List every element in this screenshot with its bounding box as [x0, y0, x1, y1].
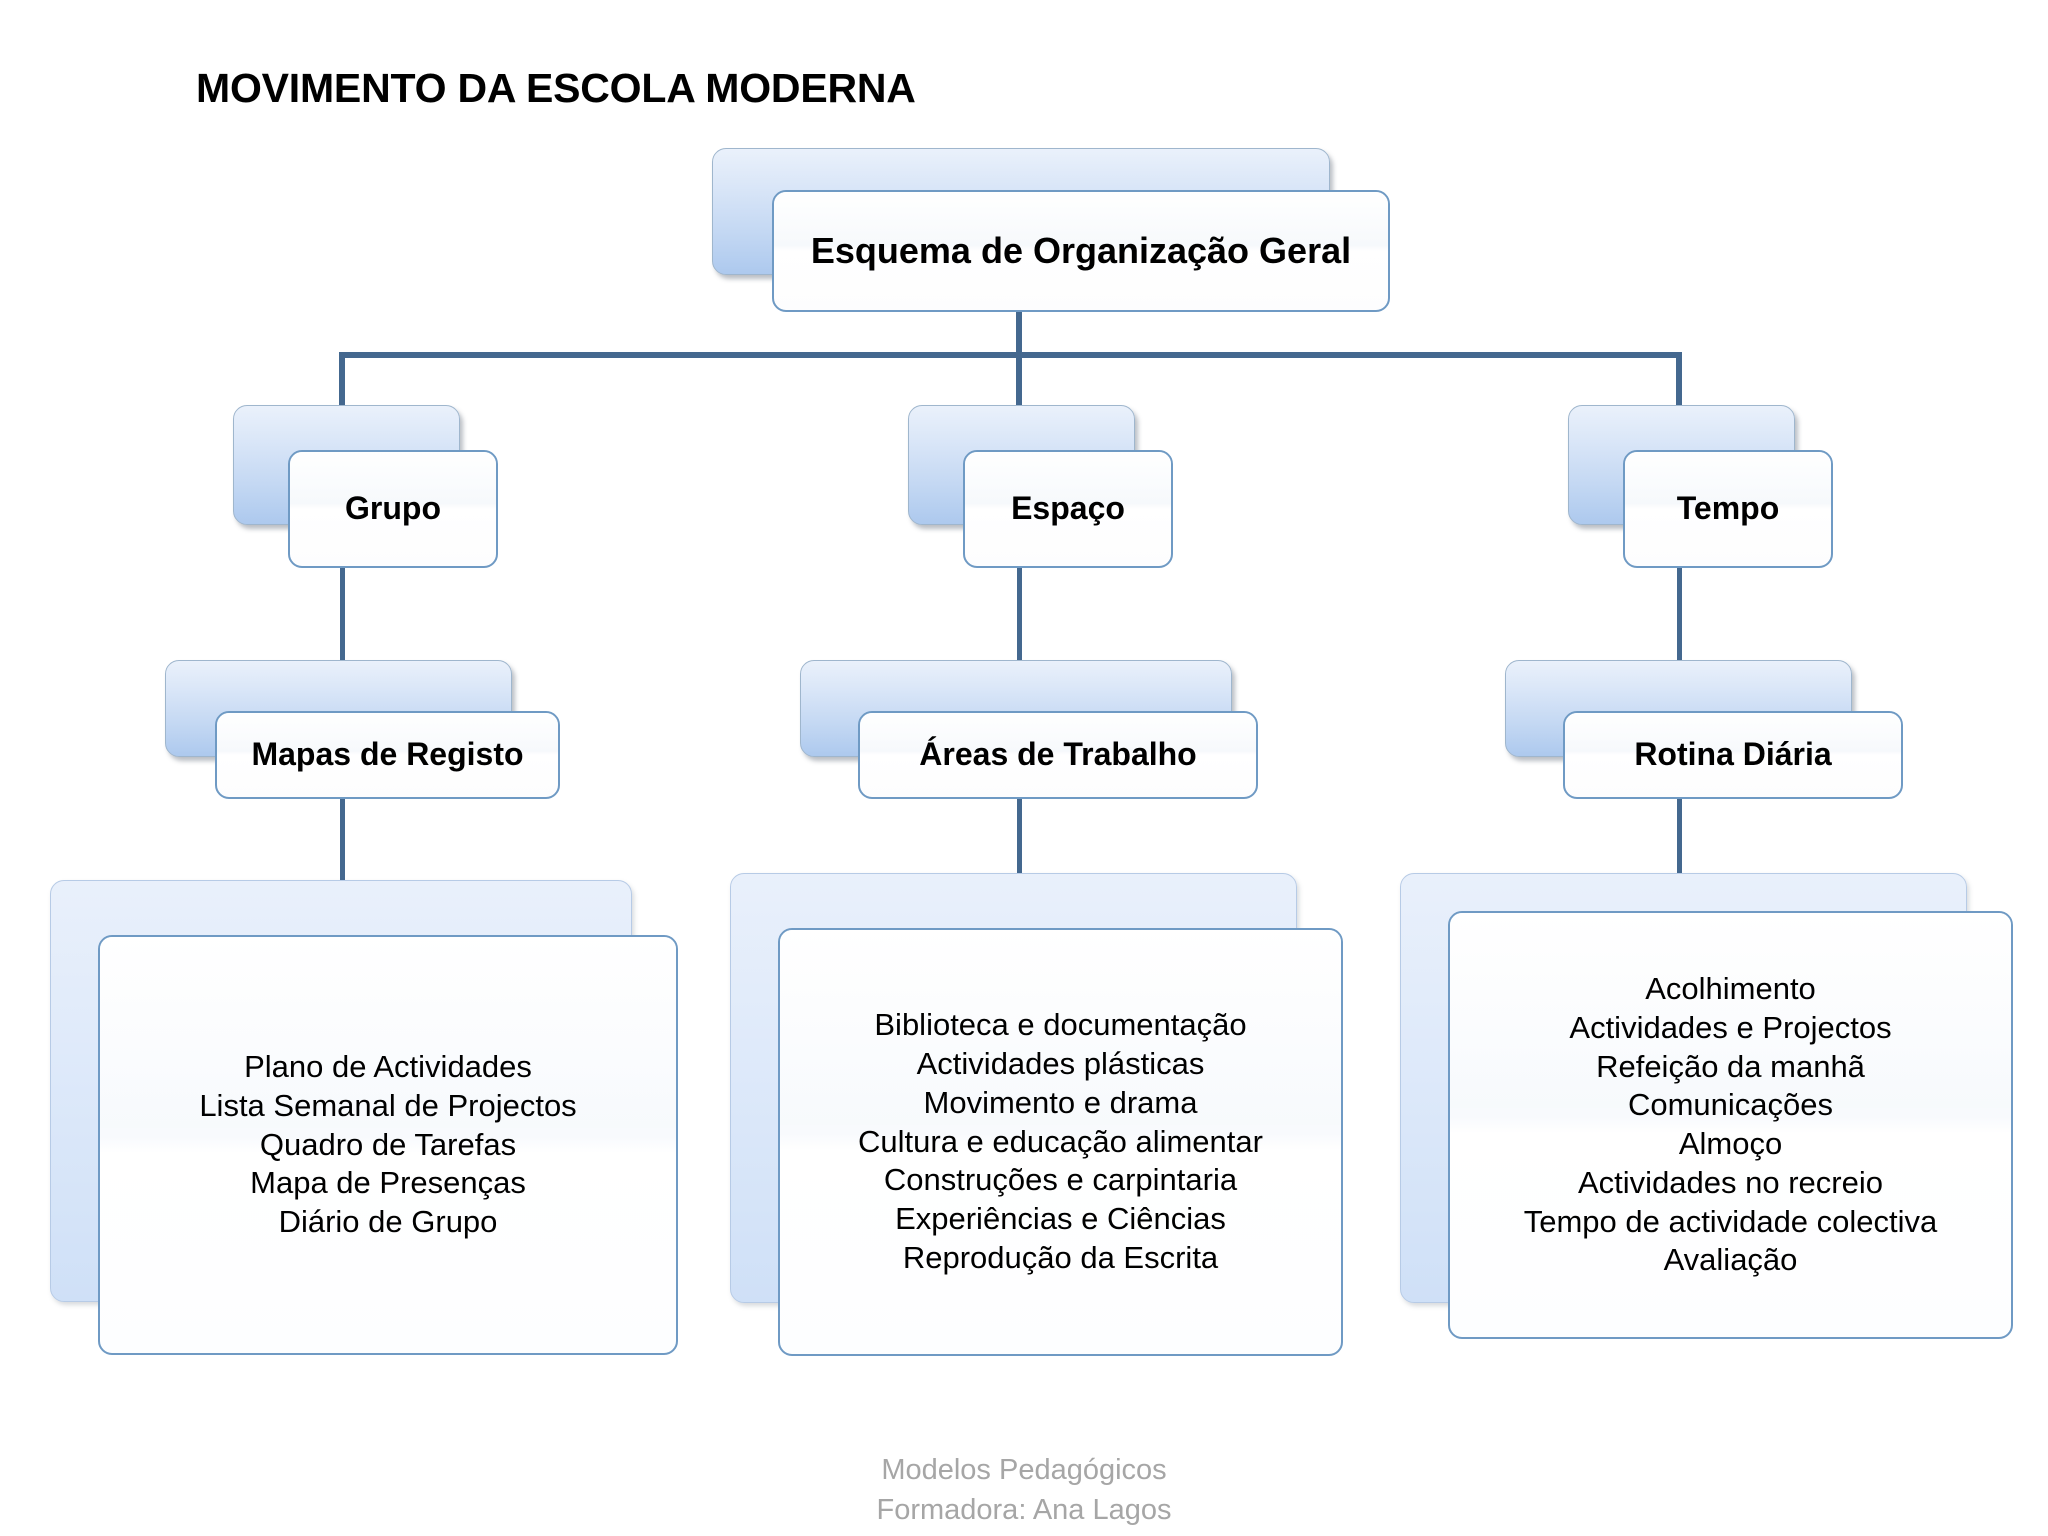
list-item: Diário de Grupo: [278, 1204, 498, 1240]
list-item: Experiências e Ciências: [895, 1201, 1226, 1237]
list-item: Cultura e educação alimentar: [858, 1123, 1263, 1159]
node-tempo-label: Tempo: [1676, 490, 1780, 527]
list-item: Actividades no recreio: [1578, 1164, 1883, 1200]
connector-horizontal-bar: [339, 352, 1682, 358]
node-mapas-card[interactable]: Mapas de Registo: [215, 711, 560, 799]
node-areas-label: Áreas de Trabalho: [919, 736, 1197, 773]
footer: Modelos Pedagógicos Formadora: Ana Lagos: [0, 1450, 2048, 1530]
node-rotina-diaria[interactable]: Rotina Diária: [1505, 660, 1905, 800]
list-item: Mapa de Presenças: [250, 1165, 526, 1201]
node-root-label: Esquema de Organização Geral: [810, 229, 1352, 271]
list-item: Refeição da manhã: [1596, 1048, 1865, 1084]
list-item: Plano de Actividades: [244, 1049, 532, 1085]
connector-rotina-to-list: [1677, 720, 1682, 890]
node-rotina-label: Rotina Diária: [1634, 736, 1832, 773]
node-mapas-label: Mapas de Registo: [251, 736, 524, 773]
node-rotina-card[interactable]: Rotina Diária: [1563, 711, 1903, 799]
footer-line-1: Modelos Pedagógicos: [881, 1454, 1167, 1486]
page-title: MOVIMENTO DA ESCOLA MODERNA: [196, 65, 916, 111]
list-item: Actividades e Projectos: [1569, 1009, 1892, 1045]
node-espaco-card[interactable]: Espaço: [963, 450, 1173, 568]
node-espaco-label: Espaço: [1011, 490, 1125, 527]
list-item: Tempo de actividade colectiva: [1523, 1203, 1938, 1239]
node-tempo-card[interactable]: Tempo: [1623, 450, 1833, 568]
list-item: Acolhimento: [1645, 971, 1816, 1006]
list-item: Reprodução da Escrita: [902, 1239, 1219, 1275]
footer-line-2: Formadora: Ana Lagos: [876, 1494, 1172, 1527]
list-item: Comunicações: [1627, 1087, 1834, 1123]
list-item: Quadro de Tarefas: [259, 1126, 517, 1162]
node-grupo-label: Grupo: [345, 490, 441, 527]
connector-areas-to-list: [1017, 720, 1022, 890]
list-item: Construções e carpintaria: [883, 1162, 1238, 1198]
node-espaco[interactable]: Espaço: [908, 405, 1178, 570]
node-root[interactable]: Esquema de Organização Geral: [712, 148, 1390, 318]
node-grupo-card[interactable]: Grupo: [288, 450, 498, 568]
node-root-card[interactable]: Esquema de Organização Geral: [772, 190, 1390, 312]
list-item: Biblioteca e documentação: [874, 1007, 1247, 1043]
node-grupo[interactable]: Grupo: [233, 405, 503, 570]
node-areas-card[interactable]: Áreas de Trabalho: [858, 711, 1258, 799]
list-item: Almoço: [1678, 1126, 1783, 1161]
node-mapas-de-registo[interactable]: Mapas de Registo: [165, 660, 565, 800]
list-item: Lista Semanal de Projectos: [199, 1087, 577, 1123]
connector-root-stem: [1016, 300, 1022, 356]
node-areas-de-trabalho[interactable]: Áreas de Trabalho: [800, 660, 1258, 800]
list-item: Actividades plásticas: [916, 1046, 1205, 1082]
list-item: Avaliação: [1663, 1242, 1798, 1278]
node-tempo[interactable]: Tempo: [1568, 405, 1838, 570]
connector-mapas-to-list: [340, 720, 345, 890]
list-item: Movimento e drama: [923, 1084, 1198, 1120]
